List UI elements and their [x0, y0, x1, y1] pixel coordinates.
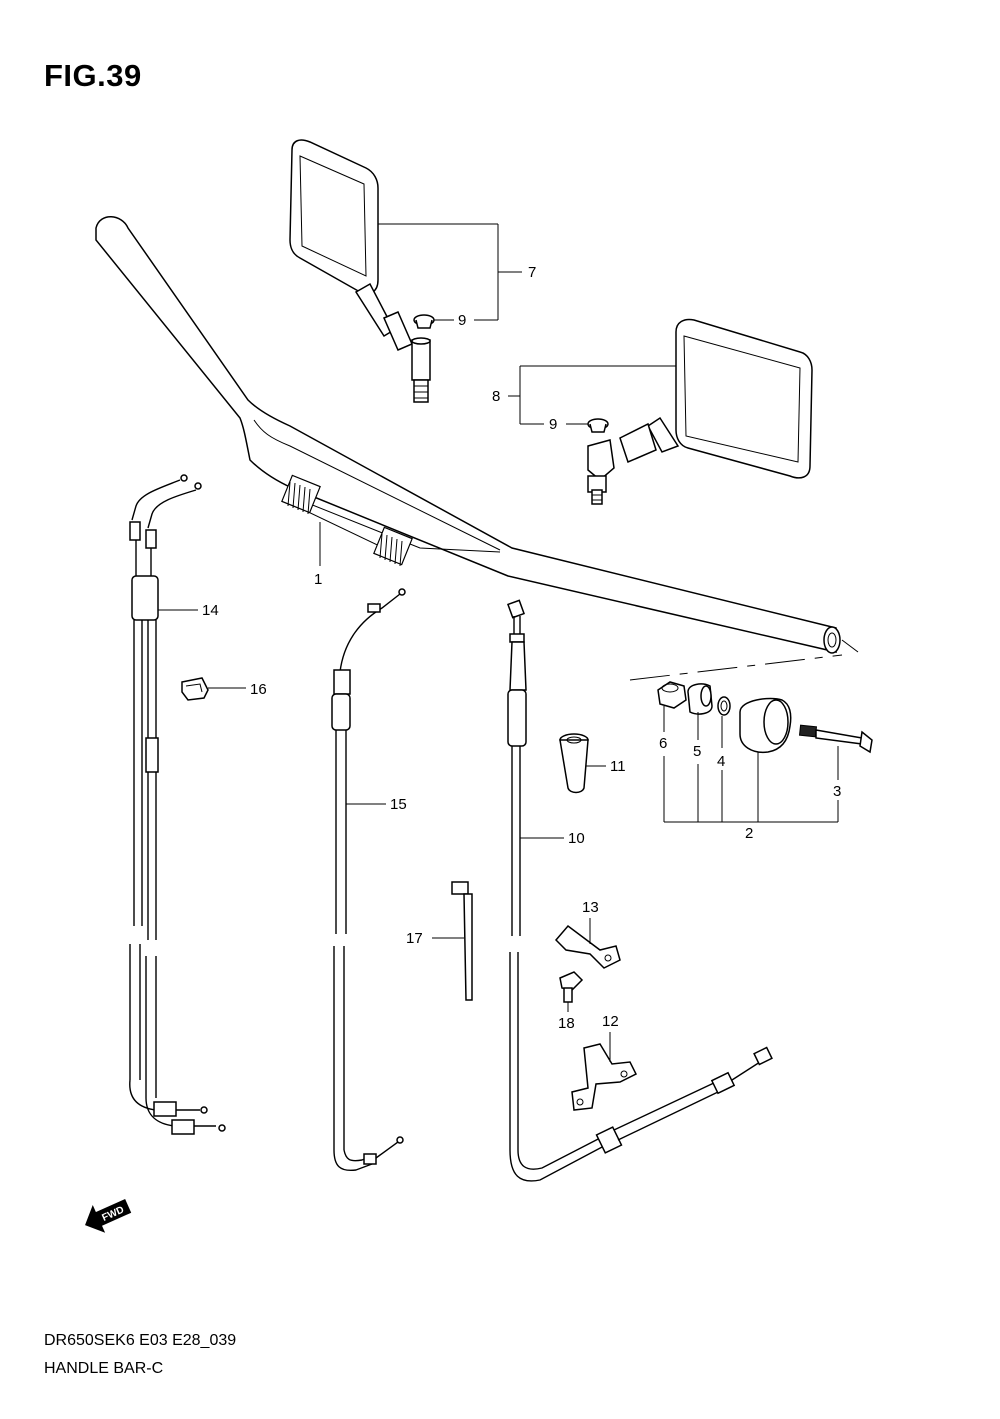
callout-18: 18 [558, 1015, 575, 1032]
callout-6: 6 [659, 735, 667, 752]
callout-9-left: 9 [458, 312, 466, 329]
balancer-parts-drawing [657, 681, 873, 754]
knurl-left [281, 474, 321, 515]
cable-clamp-drawing [181, 677, 209, 701]
cable-boot-drawing [559, 733, 589, 794]
callout-13: 13 [582, 899, 599, 916]
fwd-arrow-icon: FWD [85, 1199, 132, 1233]
callout-numbers: 1 2 3 4 5 6 7 8 9 9 10 11 12 13 14 15 16… [202, 264, 841, 1032]
mirror-left-drawing [289, 139, 435, 403]
model-code: DR650SEK6 E03 E28_039 [44, 1332, 237, 1349]
mirror-right-drawing [587, 318, 813, 505]
callout-8: 8 [492, 388, 500, 405]
clutch-cable-drawing [507, 599, 773, 1182]
knurl-right [373, 526, 413, 567]
choke-cable-drawing [331, 588, 406, 1172]
figure-title: FIG.39 [44, 58, 142, 93]
bracket-lower-drawing [571, 1043, 638, 1111]
callout-16: 16 [250, 681, 267, 698]
callout-17: 17 [406, 930, 423, 947]
tie-strap-drawing [451, 881, 473, 1001]
callout-5: 5 [693, 743, 701, 760]
callout-9-right: 9 [549, 416, 557, 433]
bracket-upper-drawing [554, 924, 621, 969]
callout-1: 1 [314, 571, 322, 588]
callout-14: 14 [202, 602, 219, 619]
diagram-caption: HANDLE BAR-C [44, 1360, 164, 1377]
callout-leaders [158, 223, 839, 1062]
callout-10: 10 [568, 830, 585, 847]
callout-15: 15 [390, 796, 407, 813]
callout-4: 4 [717, 753, 725, 770]
callout-11: 11 [610, 758, 626, 775]
callout-2: 2 [745, 825, 753, 842]
bolt-drawing [559, 971, 584, 1003]
callout-3: 3 [833, 783, 841, 800]
handlebar-drawing [95, 216, 859, 681]
callout-7: 7 [528, 264, 536, 281]
fwd-label: FWD [101, 1205, 126, 1224]
callout-12: 12 [602, 1013, 619, 1030]
throttle-cable-drawing [129, 474, 226, 1135]
